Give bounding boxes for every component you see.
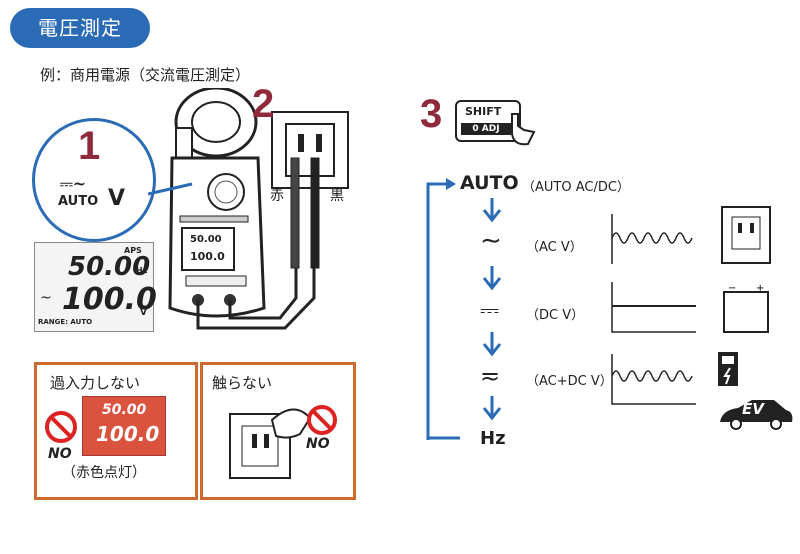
waveform-panels bbox=[611, 214, 696, 405]
mode-ac-symbol: ∼ bbox=[480, 226, 502, 256]
warning-no-input-no: NO bbox=[48, 446, 72, 462]
zero-adj-label: 0 ADJ bbox=[461, 123, 511, 135]
shift-button[interactable]: SHIFT 0 ADJ bbox=[455, 100, 521, 142]
prohibited-icon bbox=[45, 411, 77, 443]
clamp-meter-illustration bbox=[168, 88, 349, 330]
red-lcd-bottom: 100.0 bbox=[96, 422, 160, 446]
mode-auto-label: （AUTO AC/DC） bbox=[522, 180, 630, 195]
meter-lcd-top: 50.00 bbox=[190, 234, 222, 245]
example-caption: 例：商用電源（交流電圧測定） bbox=[40, 66, 251, 84]
mode-ac-label: （AC V） bbox=[526, 240, 583, 255]
section-title-pill: 電圧測定 bbox=[10, 8, 150, 48]
lcd-top-value: 50.00 bbox=[68, 252, 151, 282]
battery-icon: −+ bbox=[723, 283, 769, 333]
lcd-range: RANGE: AUTO bbox=[38, 318, 93, 326]
hand-press-icon bbox=[511, 113, 536, 146]
mode-dc-label: （DC V） bbox=[526, 308, 585, 323]
lcd-aps: APS bbox=[124, 246, 142, 255]
mode-cycle-arrows bbox=[426, 178, 502, 440]
lcd-top-unit: Hz bbox=[136, 266, 148, 275]
lcd-bottom-unit: V bbox=[140, 308, 147, 318]
step-2-number: 2 bbox=[252, 82, 275, 126]
lcd-bottom-value: 100.0 bbox=[62, 282, 157, 317]
meter-lcd-bottom: 100.0 bbox=[190, 250, 225, 263]
svg-text:+: + bbox=[756, 283, 764, 294]
ev-car-icon bbox=[720, 400, 793, 430]
shift-label: SHIFT bbox=[465, 105, 502, 118]
v-label: V bbox=[108, 186, 126, 211]
lcd-display bbox=[34, 242, 154, 332]
ac-dc-symbol: ⎓∼ bbox=[60, 174, 87, 193]
svg-text:−: − bbox=[728, 283, 736, 294]
auto-label: AUTO bbox=[58, 194, 99, 209]
lcd-tilde: ~ bbox=[40, 290, 52, 306]
mode-hz-symbol: Hz bbox=[480, 428, 506, 449]
red-lcd-top: 50.00 bbox=[102, 402, 147, 418]
mode-dc-symbol: ⎓ bbox=[480, 296, 500, 324]
ev-badge: EV bbox=[742, 400, 764, 418]
warning-no-touch-title: 触らない bbox=[212, 374, 273, 392]
red-probe-label: 赤 bbox=[270, 188, 284, 204]
mode-acdc-symbol: ≂ bbox=[480, 362, 501, 390]
step-1-bubble bbox=[32, 118, 156, 242]
outlet-touch-illustration bbox=[229, 405, 337, 479]
outlet-icon bbox=[721, 206, 771, 264]
black-probe-label: 黒 bbox=[330, 188, 344, 204]
step-3-number: 3 bbox=[420, 92, 443, 136]
warning-no-input-note: （赤色点灯） bbox=[62, 465, 146, 481]
red-lcd bbox=[82, 396, 166, 456]
mode-auto-symbol: AUTO bbox=[460, 172, 519, 194]
warning-no-input-title: 過入力しない bbox=[50, 374, 141, 392]
warning-no-touch-no: NO bbox=[306, 436, 330, 452]
step-1-number: 1 bbox=[78, 124, 101, 168]
mode-acdc-label: （AC+DC V） bbox=[526, 374, 613, 389]
bubble-pointer bbox=[148, 182, 193, 196]
ev-charger-icon bbox=[718, 352, 738, 386]
